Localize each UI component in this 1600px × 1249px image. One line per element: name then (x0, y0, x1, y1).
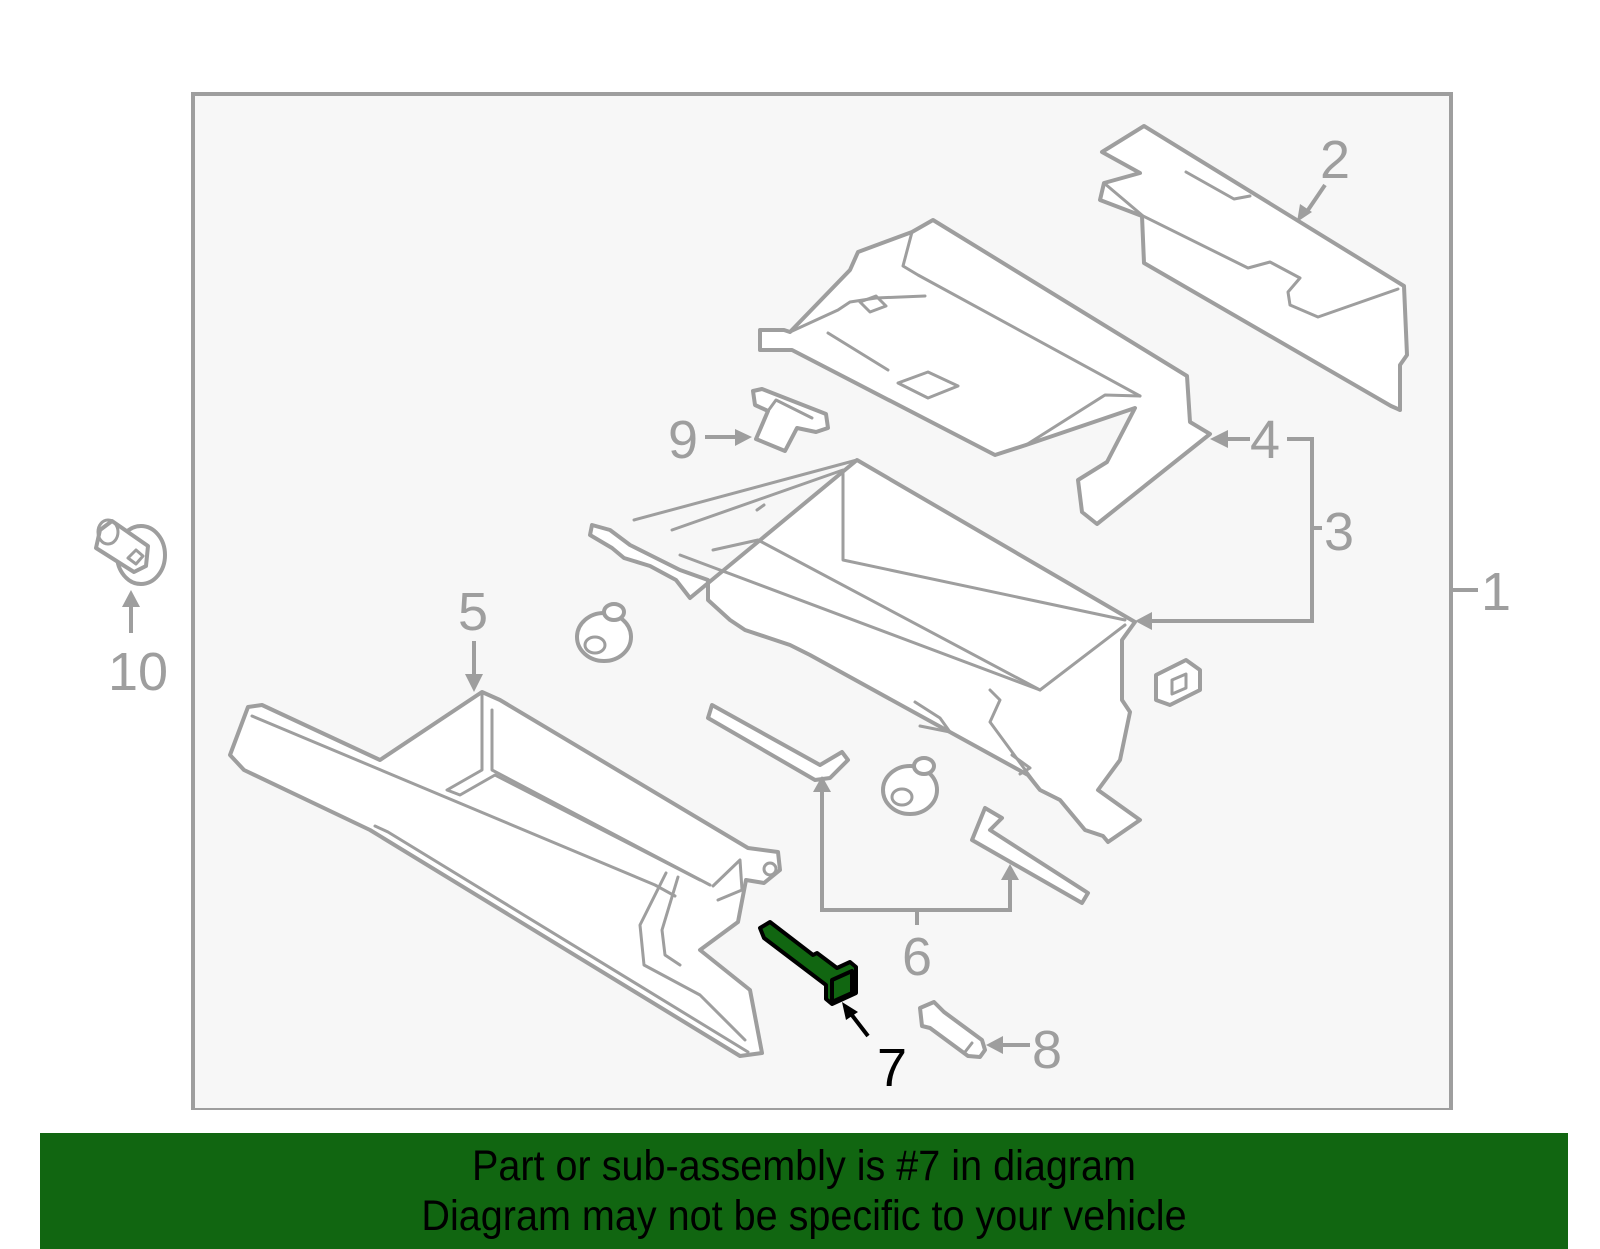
callout-10: 10 (108, 642, 168, 702)
part-9-striker[interactable] (751, 387, 830, 453)
callout-2: 2 (1320, 130, 1350, 190)
part-6-damper-left[interactable] (706, 703, 850, 782)
clip-right[interactable] (1154, 658, 1202, 707)
part-8-bolt[interactable] (918, 1000, 987, 1059)
part-3-glove-box-bin[interactable] (588, 458, 1142, 844)
banner-line-2: Diagram may not be specific to your vehi… (421, 1192, 1187, 1240)
banner-line-1: Part or sub-assembly is #7 in diagram (471, 1142, 1137, 1190)
bumper-lower[interactable] (881, 756, 939, 816)
part-4-glove-box-lid[interactable] (758, 218, 1212, 526)
part-7-highlighted-pin[interactable] (758, 920, 858, 1006)
bumper-upper[interactable] (575, 602, 633, 663)
callout-7: 7 (877, 1038, 907, 1098)
callout-3: 3 (1324, 502, 1354, 562)
callout-1: 1 (1481, 562, 1511, 622)
callout-4: 4 (1250, 410, 1280, 470)
info-banner: Part or sub-assembly is #7 in diagram Di… (40, 1133, 1568, 1249)
callout-8: 8 (1032, 1020, 1062, 1080)
part-2-trim-panel[interactable] (1098, 124, 1409, 412)
parts-diagram: 2 4 3 9 (94, 92, 1511, 1110)
callout-9: 9 (668, 410, 698, 470)
part-6-damper-right[interactable] (970, 806, 1090, 905)
callout-6: 6 (902, 927, 932, 987)
part-5-glove-box-door[interactable] (228, 690, 782, 1058)
callout-5: 5 (458, 582, 488, 642)
part-10-retainer[interactable] (94, 518, 167, 586)
